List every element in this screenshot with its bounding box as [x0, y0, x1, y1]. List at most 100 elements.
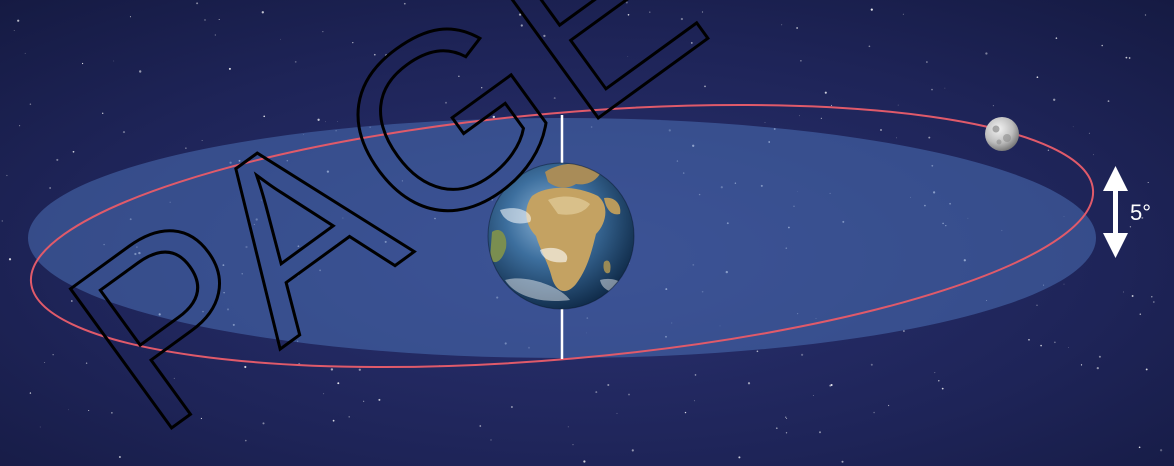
- star: [458, 75, 460, 77]
- star: [841, 460, 844, 463]
- star: [113, 60, 115, 62]
- star: [44, 361, 46, 363]
- star: [896, 137, 897, 139]
- star: [261, 11, 264, 14]
- star: [553, 97, 556, 100]
- star: [1036, 76, 1039, 79]
- star: [902, 330, 905, 332]
- star: [337, 382, 340, 385]
- star: [985, 52, 988, 55]
- star: [944, 87, 946, 89]
- star: [628, 393, 630, 396]
- star: [870, 8, 873, 11]
- star: [24, 52, 26, 54]
- star: [322, 31, 324, 33]
- star: [1028, 339, 1030, 341]
- star: [262, 422, 265, 425]
- star: [445, 101, 447, 104]
- star: [701, 11, 704, 13]
- star: [122, 131, 126, 134]
- star: [775, 427, 778, 430]
- star: [1101, 44, 1103, 47]
- star: [1141, 216, 1144, 219]
- star: [1047, 149, 1050, 152]
- star: [583, 460, 586, 463]
- star: [764, 122, 766, 124]
- star: [938, 380, 940, 382]
- star: [704, 85, 706, 88]
- star: [70, 300, 73, 302]
- star: [747, 382, 751, 385]
- star: [1125, 56, 1128, 59]
- star: [111, 412, 113, 414]
- star: [1123, 291, 1124, 293]
- star: [337, 121, 338, 122]
- star: [1098, 355, 1101, 358]
- star: [824, 91, 827, 94]
- star: [88, 409, 90, 412]
- star: [6, 174, 8, 177]
- star: [616, 412, 618, 414]
- star: [1088, 132, 1090, 134]
- star: [348, 416, 350, 418]
- star: [820, 117, 823, 120]
- star: [796, 27, 798, 29]
- star: [1054, 341, 1056, 344]
- star: [373, 53, 376, 56]
- star: [992, 105, 994, 107]
- star: [56, 158, 59, 161]
- star: [330, 368, 334, 371]
- star: [1096, 366, 1099, 370]
- star: [902, 13, 904, 15]
- star: [572, 444, 574, 446]
- star: [481, 87, 483, 89]
- star: [49, 187, 51, 189]
- star: [403, 2, 406, 5]
- star: [263, 115, 266, 118]
- star: [1131, 295, 1134, 297]
- star: [595, 391, 598, 394]
- star: [39, 426, 41, 428]
- moon-icon: [985, 117, 1019, 151]
- star: [101, 112, 104, 115]
- star: [490, 439, 492, 441]
- double-arrow-vertical-icon: [1103, 166, 1128, 258]
- star: [325, 121, 326, 123]
- star: [1107, 100, 1110, 102]
- star: [870, 363, 873, 366]
- star: [543, 34, 546, 38]
- star: [323, 393, 325, 395]
- star: [82, 62, 84, 65]
- star: [52, 354, 54, 356]
- star: [868, 45, 871, 48]
- star: [756, 350, 759, 353]
- star: [518, 13, 522, 16]
- star: [1080, 364, 1083, 366]
- star: [607, 383, 610, 387]
- star: [567, 426, 569, 428]
- star: [926, 61, 928, 63]
- star: [200, 417, 202, 420]
- star: [785, 432, 788, 434]
- star: [1040, 344, 1042, 347]
- star: [244, 365, 247, 369]
- star: [492, 115, 495, 119]
- star: [244, 439, 247, 442]
- star: [352, 41, 354, 44]
- star: [785, 416, 787, 418]
- earth-globe-icon: [487, 162, 635, 310]
- star: [332, 419, 335, 422]
- star: [228, 67, 231, 70]
- star: [1093, 154, 1094, 156]
- star: [218, 18, 220, 21]
- star: [1128, 57, 1131, 59]
- star: [185, 147, 187, 149]
- star: [880, 129, 882, 131]
- star: [873, 411, 875, 414]
- star: [941, 387, 944, 390]
- star: [680, 17, 684, 21]
- star: [631, 449, 634, 452]
- star: [1138, 446, 1141, 449]
- star: [1072, 126, 1074, 128]
